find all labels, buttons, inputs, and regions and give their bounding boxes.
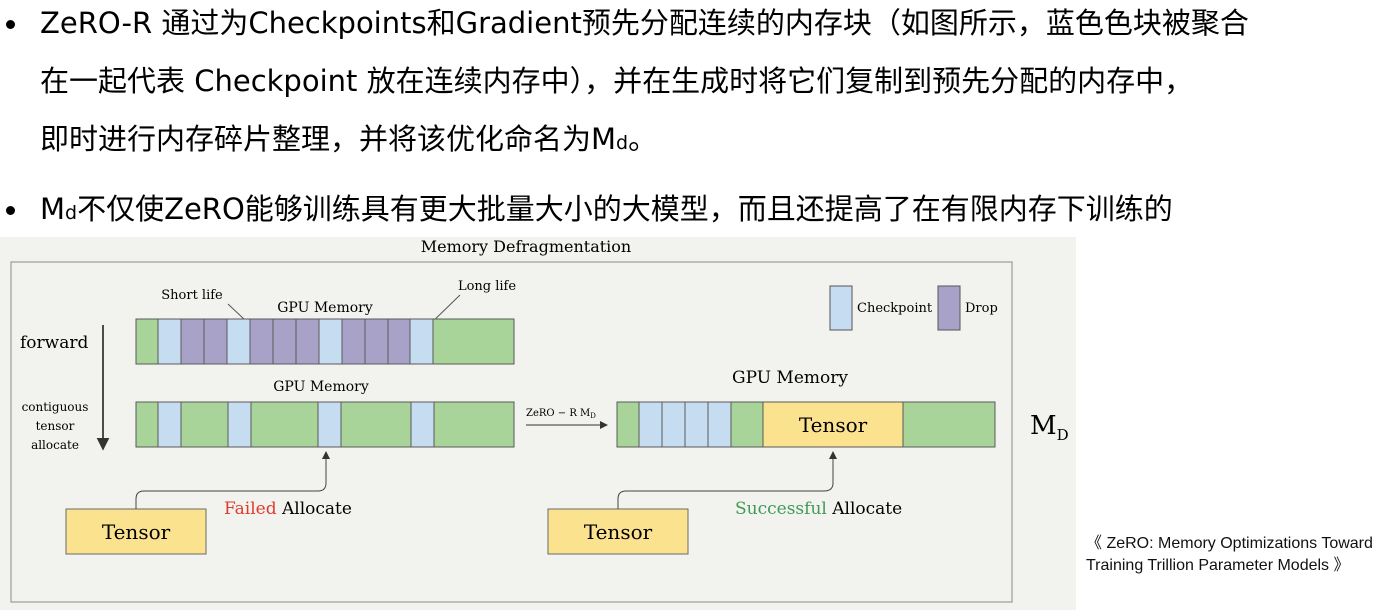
memory-segment-blue	[684, 401, 709, 448]
forward-label: forward	[20, 333, 88, 353]
memory-segment-purple	[203, 318, 228, 365]
figure-svg: Memory Defragmentation GPU Memory Short …	[10, 237, 1069, 603]
bullet-2-line-1: Md不仅使ZeRO能够训练具有更大批量大小的大模型，而且还提高了在有限内存下训练…	[40, 192, 1173, 230]
contiguous-label-2: tensor	[36, 419, 75, 433]
md-subscript: d	[65, 202, 78, 224]
failed-allocate-arrow	[135, 451, 330, 509]
failed-word: Failed	[224, 499, 277, 519]
memory-segment-blue	[410, 401, 435, 448]
bullet-1-line-2: 在一起代表 Checkpoint 放在连续内存中），并在生成时将它们复制到预先分…	[40, 64, 1194, 98]
memory-segment-green	[135, 318, 159, 365]
tensor-left-label: Tensor	[102, 520, 171, 544]
legend-checkpoint-swatch	[829, 285, 853, 331]
legend-drop-swatch	[937, 285, 961, 331]
bullet-1-line-1: ZeRO-R 通过为Checkpoints和Gradient预先分配连续的内存块…	[40, 6, 1249, 40]
memory-segment-purple	[180, 318, 205, 365]
figure-frame	[10, 261, 1013, 603]
long-life-label: Long life	[458, 279, 516, 294]
short-life-label: Short life	[161, 288, 223, 303]
memory-segment-green	[250, 401, 319, 448]
left-bottom-gpu-memory-label: GPU Memory	[273, 379, 369, 395]
md-label: MD	[1030, 411, 1069, 444]
md-subscript: d	[616, 132, 629, 154]
bullet-dot	[6, 20, 15, 29]
md-main: M	[40, 192, 66, 226]
memory-segment-purple	[249, 318, 274, 365]
bullet-dot	[6, 206, 15, 215]
legend-drop-label: Drop	[965, 301, 998, 316]
memory-segment-blue	[638, 401, 663, 448]
line-3-end: 。	[628, 122, 658, 156]
allocate-word: Allocate	[831, 499, 902, 519]
memory-segment-green	[902, 401, 996, 448]
memory-segment-green	[433, 401, 515, 448]
memory-segment-blue	[157, 401, 182, 448]
memory-segment-green	[432, 318, 515, 365]
successful-allocate-caption: Successful Allocate	[735, 499, 902, 519]
bullet-1-line-3: 即时进行内存碎片整理，并将该优化命名为Md。	[40, 122, 657, 160]
successful-word: Successful	[735, 499, 827, 519]
contiguous-label-3: allocate	[31, 438, 79, 452]
left-top-memory-bar	[135, 318, 515, 365]
tensor-right-label: Tensor	[584, 520, 653, 544]
memory-segment-green	[180, 401, 229, 448]
citation: 《 ZeRO: Memory Optimizations Toward Trai…	[1086, 535, 1373, 574]
failed-allocate-caption: Failed Allocate	[224, 499, 352, 519]
memory-segment-purple	[295, 318, 320, 365]
bullet-2-text: 不仅使ZeRO能够训练具有更大批量大小的大模型，而且还提高了在有限内存下训练的	[77, 192, 1173, 226]
memory-segment-purple	[387, 318, 411, 365]
right-memory-bar	[616, 401, 996, 448]
memory-segment-purple	[364, 318, 389, 365]
memory-segment-blue	[661, 401, 686, 448]
md-label-text: M	[1030, 411, 1057, 441]
memory-segment-green	[616, 401, 640, 448]
memory-segment-blue	[157, 318, 182, 365]
figure-title: Memory Defragmentation	[421, 237, 631, 256]
memory-segment-blue	[409, 318, 434, 365]
zero-r-md-subscript: D	[590, 412, 596, 420]
left-bottom-memory-bar	[135, 401, 515, 448]
memory-segment-green	[340, 401, 412, 448]
zero-r-md-label: ZeRO − R MD	[526, 408, 596, 420]
right-bar-tensor-label: Tensor	[799, 413, 868, 437]
line-3-text: 即时进行内存碎片整理，并将该优化命名为M	[40, 122, 617, 156]
memory-segment-blue	[226, 318, 251, 365]
memory-segment-blue	[707, 401, 732, 448]
md-label-subscript: D	[1057, 426, 1069, 444]
allocate-word: Allocate	[281, 499, 352, 519]
memory-segment-blue	[227, 401, 252, 448]
memory-segment-blue	[317, 401, 342, 448]
memory-segment-tensor	[762, 401, 904, 448]
memory-defragmentation-figure: Memory Defragmentation GPU Memory Short …	[0, 237, 1076, 610]
legend-checkpoint-label: Checkpoint	[857, 301, 933, 316]
zero-r-md-text: ZeRO − R M	[526, 408, 590, 419]
successful-allocate-arrow	[617, 451, 837, 509]
memory-segment-purple	[272, 318, 297, 365]
left-top-gpu-memory-label: GPU Memory	[277, 300, 373, 316]
memory-segment-green	[135, 401, 159, 448]
contiguous-label-1: contiguous	[22, 400, 89, 414]
memory-segment-purple	[341, 318, 366, 365]
tensor-box-right	[547, 508, 689, 555]
right-gpu-memory-label: GPU Memory	[732, 368, 848, 388]
tensor-box-left	[65, 508, 207, 555]
memory-segment-blue	[318, 318, 343, 365]
memory-segment-green	[730, 401, 764, 448]
